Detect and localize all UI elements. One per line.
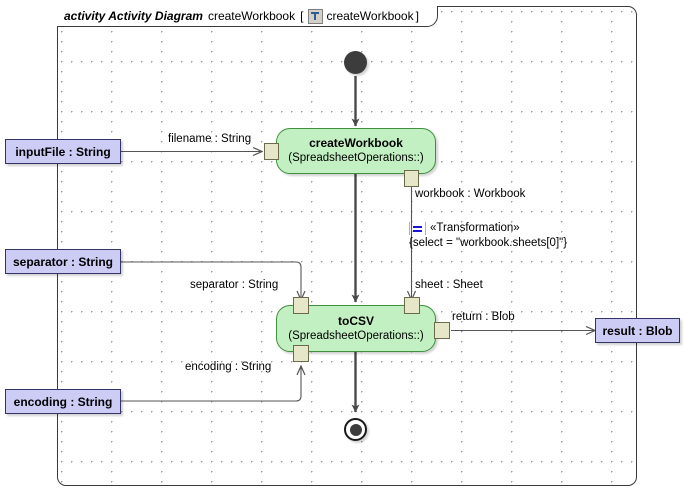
diagram-frame: [57, 6, 637, 486]
transformation-note: «Transformation» {select = "workbook.she…: [409, 221, 567, 251]
frame-label: activity Activity Diagram createWorkbook…: [57, 6, 438, 27]
output-pin-workbook[interactable]: [404, 170, 419, 187]
activity-title-createworkbook: createWorkbook: [309, 136, 403, 150]
edge-label-sheet: sheet : Sheet: [415, 279, 483, 291]
activity-final-node[interactable]: [344, 418, 367, 441]
initial-node[interactable]: [344, 51, 367, 74]
transformation-stereotype: «Transformation»: [430, 222, 520, 234]
activity-subtitle-createworkbook: (SpreadsheetOperations::): [288, 152, 424, 164]
activity-diagram-icon: [308, 8, 324, 24]
edge-label-return: return : Blob: [452, 311, 515, 323]
param-input-file[interactable]: inputFile : String: [5, 139, 121, 164]
frame-name-label: createWorkbook: [207, 9, 296, 23]
frame-bracket-close: ]: [415, 9, 419, 23]
transformation-equals-icon: [409, 222, 426, 235]
input-pin-encoding[interactable]: [293, 345, 309, 362]
param-encoding[interactable]: encoding : String: [5, 389, 121, 414]
activity-node-createworkbook[interactable]: createWorkbook (SpreadsheetOperations::): [276, 128, 436, 174]
activity-title-tocsv: toCSV: [338, 313, 374, 328]
transformation-constraint: {select = "workbook.sheets[0]"}: [409, 237, 568, 249]
edge-label-encoding: encoding : String: [185, 361, 272, 373]
edge-label-filename: filename : String: [168, 133, 252, 145]
param-separator[interactable]: separator : String: [5, 249, 121, 274]
input-pin-filename[interactable]: [264, 143, 279, 160]
input-pin-separator[interactable]: [293, 297, 309, 314]
param-result[interactable]: result : Blob: [595, 318, 680, 343]
frame-kind-label: activity Activity Diagram: [64, 9, 203, 23]
frame-bracket-open: [: [300, 9, 304, 23]
activity-subtitle-tocsv: (SpreadsheetOperations::): [288, 329, 424, 342]
transformation-stereotype-row: «Transformation»: [409, 221, 567, 236]
edge-label-separator: separator : String: [190, 279, 279, 291]
output-pin-return[interactable]: [434, 322, 450, 339]
input-pin-sheet[interactable]: [404, 297, 420, 314]
edge-label-workbook: workbook : Workbook: [415, 188, 526, 200]
frame-inner-name-label: createWorkbook: [326, 9, 414, 23]
